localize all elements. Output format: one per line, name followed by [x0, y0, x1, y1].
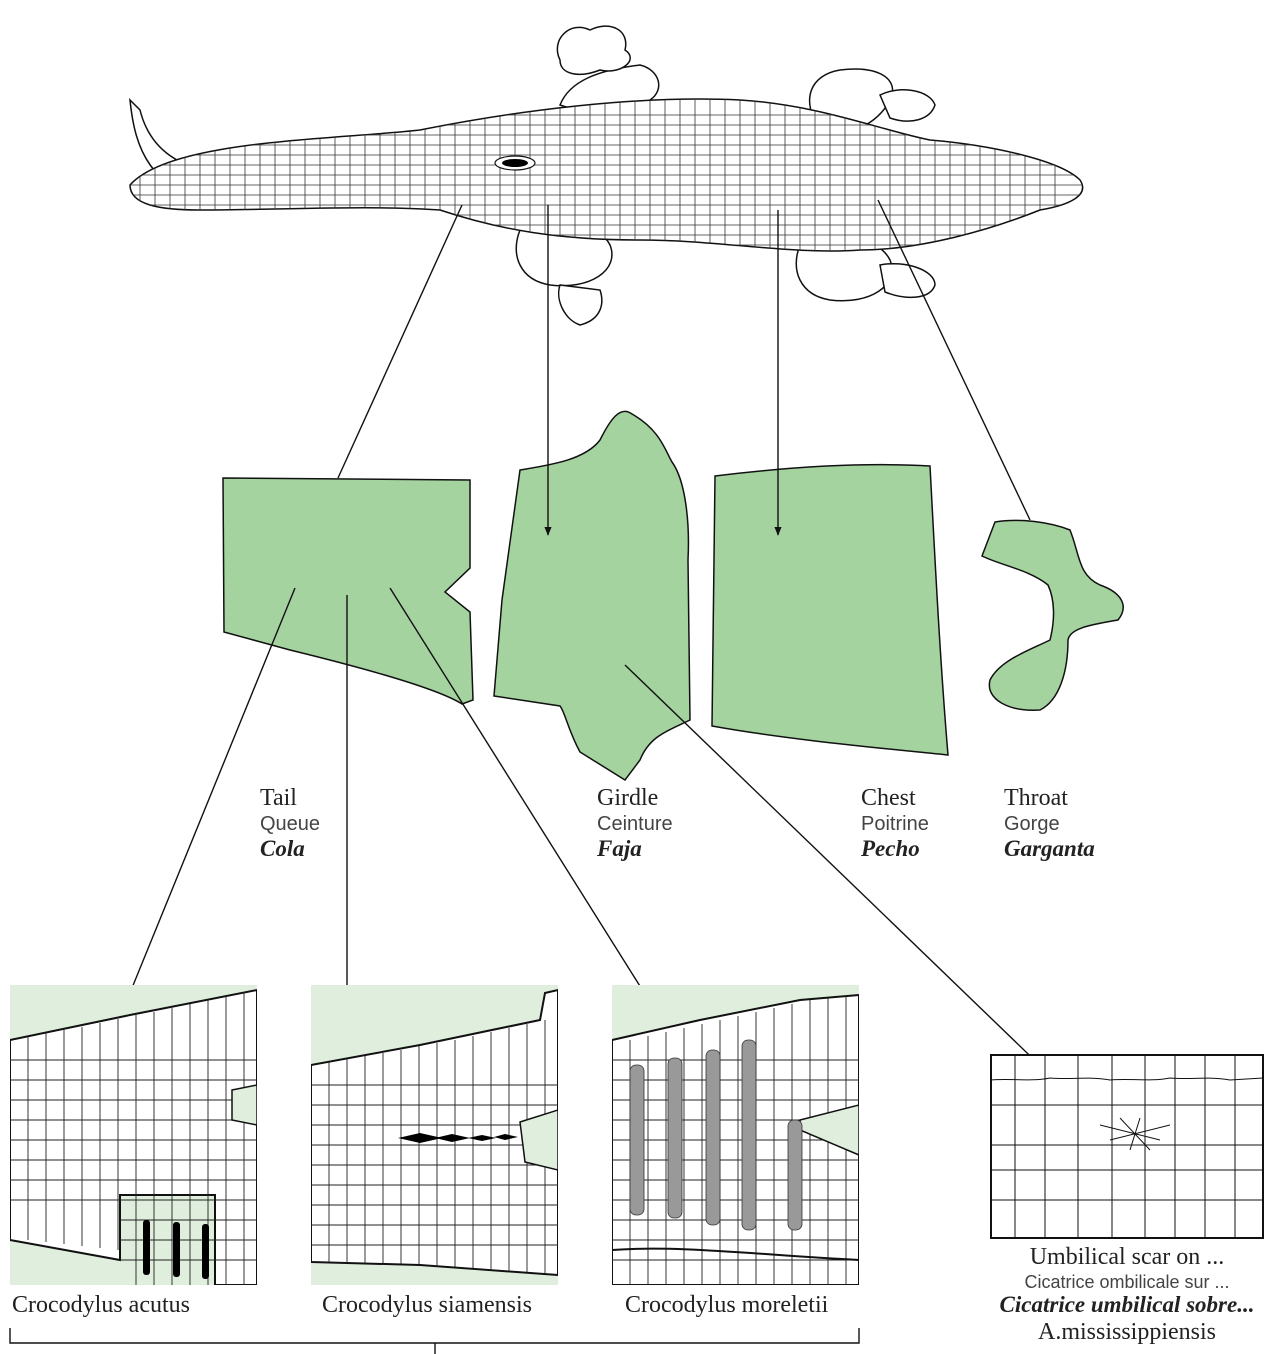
- scar-caption-fr: Cicatrice ombilicale sur ...: [982, 1272, 1267, 1293]
- siamensis-caption: Crocodylus siamensis: [322, 1292, 532, 1319]
- moreletii-panel: [612, 985, 859, 1285]
- tail-label-en: Tail: [260, 785, 320, 813]
- scar-caption-species: A.mississippiensis: [982, 1319, 1267, 1347]
- throat-label-fr: Gorge: [1004, 813, 1095, 836]
- girdle-label-en: Girdle: [597, 785, 673, 813]
- girdle-label-fr: Ceinture: [597, 813, 673, 836]
- chest-piece: [712, 465, 948, 755]
- throat-label-en: Throat: [1004, 785, 1095, 813]
- chest-label-fr: Poitrine: [861, 813, 929, 836]
- croc-back-left-foot: [559, 285, 602, 325]
- throat-label: Throat Gorge Garganta: [1004, 785, 1095, 862]
- chest-label: Chest Poitrine Pecho: [861, 785, 929, 862]
- species-bracket: [10, 1328, 859, 1354]
- tail-label-es: Cola: [260, 836, 320, 862]
- tail-connector: [338, 205, 462, 478]
- girdle-label: Girdle Ceinture Faja: [597, 785, 673, 862]
- girdle-piece: [494, 411, 690, 780]
- moreletii-caption: Crocodylus moreletii: [625, 1292, 828, 1319]
- throat-label-es: Garganta: [1004, 836, 1095, 862]
- girdle-label-es: Faja: [597, 836, 673, 862]
- chest-label-es: Pecho: [861, 836, 929, 862]
- acutus-panel: [10, 985, 257, 1285]
- scar-caption-en: Umbilical scar on ...: [982, 1244, 1267, 1272]
- tail-label: Tail Queue Cola: [260, 785, 320, 862]
- throat-piece: [982, 520, 1123, 710]
- croc-front-left-foot: [557, 26, 630, 74]
- acutus-caption: Crocodylus acutus: [12, 1292, 190, 1319]
- croc-front-right-foot: [880, 90, 935, 121]
- chest-label-en: Chest: [861, 785, 929, 813]
- scar-panel: [991, 1055, 1263, 1238]
- tail-piece: [223, 478, 473, 704]
- tail-label-fr: Queue: [260, 813, 320, 836]
- scar-caption-es: Cicatrice umbilical sobre...: [982, 1292, 1267, 1318]
- croc-back-right-foot: [880, 264, 935, 298]
- scar-caption: Umbilical scar on ... Cicatrice ombilica…: [982, 1244, 1267, 1346]
- crocodile-outline: [130, 26, 1083, 325]
- siamensis-panel: [311, 985, 558, 1285]
